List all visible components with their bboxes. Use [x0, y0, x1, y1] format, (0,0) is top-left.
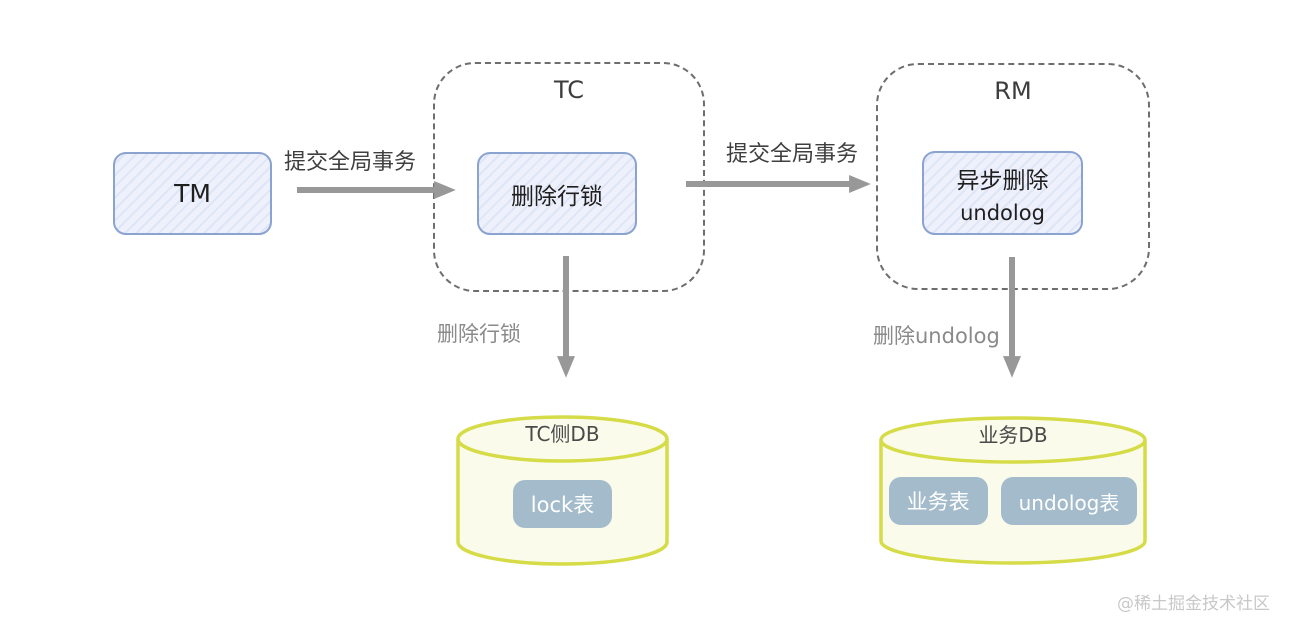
flow-label-tm-tc: 提交全局事务 [284, 150, 417, 175]
tc-group-container: TC [433, 62, 705, 292]
tc-group-title: TC [553, 76, 584, 104]
tc-action-node: 删除行锁 [477, 152, 637, 235]
biz-table-chip: 业务表 [888, 477, 988, 525]
flow-label-rm-db: 删除undolog [873, 324, 1000, 348]
lock-table-chip: lock表 [512, 480, 613, 528]
tm-node: TM [113, 152, 272, 235]
flow-label-tc-rm: 提交全局事务 [726, 142, 859, 167]
undolog-table-chip: undolog表 [1000, 477, 1138, 525]
rm-action-label-line1: 异步删除 [956, 168, 1049, 194]
biz-db-title: 业务DB [978, 423, 1048, 447]
rm-action-node: 异步删除 undolog [922, 151, 1083, 235]
tc-db-cylinder: TC侧DB lock表 [455, 412, 670, 568]
tc-action-label: 删除行锁 [511, 183, 603, 210]
flow-label-tc-db: 删除行锁 [437, 322, 521, 346]
watermark: @稀土掘金技术社区 [1117, 594, 1270, 614]
tc-db-title: TC侧DB [525, 422, 600, 446]
rm-group-title: RM [994, 77, 1032, 105]
biz-db-cylinder: 业务DB 业务表 undolog表 [878, 413, 1148, 567]
rm-action-label-line2: undolog [960, 201, 1045, 225]
tm-node-label: TM [174, 179, 211, 208]
